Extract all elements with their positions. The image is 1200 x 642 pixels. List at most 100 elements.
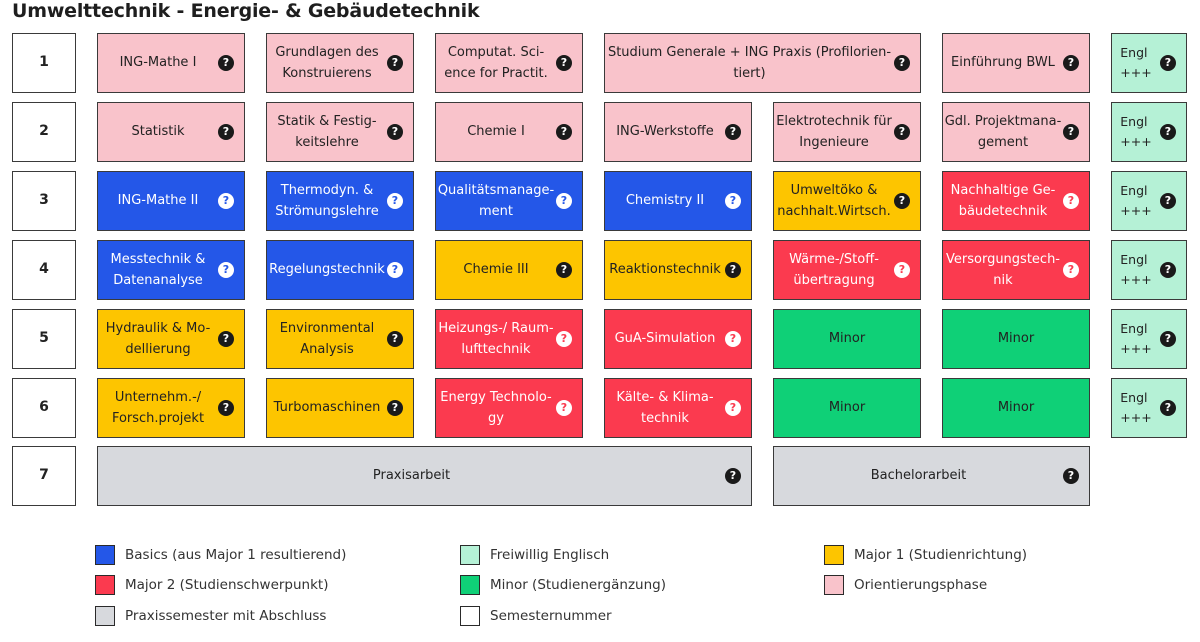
module-energy-technolo-gy-sem6[interactable]: Energy Technolo-gy? [435, 378, 583, 438]
legend-swatch [460, 545, 480, 565]
question-circle-icon[interactable]: ? [1063, 193, 1079, 209]
module-ing-mathe-ii-sem3[interactable]: ING-Mathe II? [97, 171, 245, 231]
module-ing-mathe-i-sem1[interactable]: ING-Mathe I? [97, 33, 245, 93]
question-circle-icon[interactable]: ? [556, 400, 572, 416]
semester-label: 3 [39, 192, 49, 209]
module-computat-sci-ence-for-practit-sem1[interactable]: Computat. Sci-ence for Practit.? [435, 33, 583, 93]
semester-label: 5 [39, 330, 49, 347]
module-gua-simulation-sem5[interactable]: GuA-Simulation? [604, 309, 752, 369]
legend: Basics (aus Major 1 resultierend)Freiwil… [95, 545, 1095, 635]
module-chemie-i-sem2[interactable]: Chemie I? [435, 102, 583, 162]
question-circle-icon[interactable]: ? [556, 55, 572, 71]
module-regelungstechnik-sem4[interactable]: Regelungstechnik? [266, 240, 414, 300]
module-minor-sem5[interactable]: Minor [942, 309, 1090, 369]
module-ing-werkstoffe-sem2[interactable]: ING-Werkstoffe? [604, 102, 752, 162]
question-circle-icon[interactable]: ? [725, 262, 741, 278]
module-qualitaetsmanage-ment-sem3[interactable]: Qualitätsmanage-ment? [435, 171, 583, 231]
legend-label: Praxissemester mit Abschluss [125, 608, 327, 624]
module-statik-festig-keitslehre-sem2[interactable]: Statik & Festig-keitslehre? [266, 102, 414, 162]
question-circle-icon[interactable]: ? [725, 193, 741, 209]
module-label: Regelungstechnik [269, 262, 385, 278]
module-gdl-projektmana-gement-sem2[interactable]: Gdl. Projektmana-gement? [942, 102, 1090, 162]
page-title: Umwelttechnik - Energie- & Gebäudetechni… [12, 0, 480, 22]
question-circle-icon[interactable]: ? [556, 262, 572, 278]
module-messtechnik-datenanalyse-sem4[interactable]: Messtechnik &Datenanalyse? [97, 240, 245, 300]
question-circle-icon[interactable]: ? [1160, 331, 1176, 347]
module-kaelte-klima-technik-sem6[interactable]: Kälte- & Klima-technik? [604, 378, 752, 438]
question-circle-icon[interactable]: ? [387, 193, 403, 209]
module-studium-generale-ing-praxis-profilorien-tiert-sem1[interactable]: Studium Generale + ING Praxis (Profilori… [604, 33, 921, 93]
module-minor-sem6[interactable]: Minor [773, 378, 921, 438]
question-circle-icon[interactable]: ? [387, 262, 403, 278]
module-reaktionstechnik-sem4[interactable]: Reaktionstechnik? [604, 240, 752, 300]
module-nachhaltige-ge-baeudetechnik-sem3[interactable]: Nachhaltige Ge-bäudetechnik? [942, 171, 1090, 231]
module-umweltoeko-nachhalt-wirtsch-sem3[interactable]: Umweltöko &nachhalt.Wirtsch.? [773, 171, 921, 231]
question-circle-icon[interactable]: ? [218, 124, 234, 140]
question-circle-icon[interactable]: ? [387, 55, 403, 71]
module-heizungs-raum-lufttechnik-sem5[interactable]: Heizungs-/ Raum-lufttechnik? [435, 309, 583, 369]
legend-item-minor: Minor (Studienergänzung) [460, 575, 666, 595]
question-circle-icon[interactable]: ? [725, 124, 741, 140]
module-versorgungstech-nik-sem4[interactable]: Versorgungstech-nik? [942, 240, 1090, 300]
module-chemistry-ii-sem3[interactable]: Chemistry II? [604, 171, 752, 231]
module-hydraulik-mo-dellierung-sem5[interactable]: Hydraulik & Mo-dellierung? [97, 309, 245, 369]
question-circle-icon[interactable]: ? [725, 331, 741, 347]
question-circle-icon[interactable]: ? [218, 331, 234, 347]
module-engl-sem5[interactable]: Engl+++? [1111, 309, 1187, 369]
question-circle-icon[interactable]: ? [218, 55, 234, 71]
question-circle-icon[interactable]: ? [218, 400, 234, 416]
question-circle-icon[interactable]: ? [556, 331, 572, 347]
module-engl-sem4[interactable]: Engl+++? [1111, 240, 1187, 300]
question-circle-icon[interactable]: ? [1063, 468, 1079, 484]
question-circle-icon[interactable]: ? [1160, 262, 1176, 278]
module-unternehm-forsch-projekt-sem6[interactable]: Unternehm.-/Forsch.projekt? [97, 378, 245, 438]
question-circle-icon[interactable]: ? [725, 468, 741, 484]
module-engl-sem2[interactable]: Engl+++? [1111, 102, 1187, 162]
module-label: Engl+++ [1120, 390, 1152, 425]
module-minor-sem5[interactable]: Minor [773, 309, 921, 369]
question-circle-icon[interactable]: ? [1063, 124, 1079, 140]
question-circle-icon[interactable]: ? [387, 124, 403, 140]
legend-item-basics: Basics (aus Major 1 resultierend) [95, 545, 346, 565]
module-thermodyn-stroemungslehre-sem3[interactable]: Thermodyn. &Strömungslehre? [266, 171, 414, 231]
module-statistik-sem2[interactable]: Statistik? [97, 102, 245, 162]
question-circle-icon[interactable]: ? [894, 124, 910, 140]
module-label: Messtechnik &Datenanalyse [110, 251, 206, 288]
module-label: Engl+++ [1120, 183, 1152, 218]
module-turbomaschinen-sem6[interactable]: Turbomaschinen? [266, 378, 414, 438]
question-circle-icon[interactable]: ? [894, 55, 910, 71]
module-engl-sem3[interactable]: Engl+++? [1111, 171, 1187, 231]
module-minor-sem6[interactable]: Minor [942, 378, 1090, 438]
question-circle-icon[interactable]: ? [1160, 193, 1176, 209]
module-einfuehrung-bwl-sem1[interactable]: Einführung BWL? [942, 33, 1090, 93]
question-circle-icon[interactable]: ? [218, 262, 234, 278]
question-circle-icon[interactable]: ? [894, 193, 910, 209]
legend-label: Orientierungsphase [854, 577, 988, 593]
question-circle-icon[interactable]: ? [1160, 55, 1176, 71]
question-circle-icon[interactable]: ? [1063, 55, 1079, 71]
question-circle-icon[interactable]: ? [1160, 124, 1176, 140]
module-engl-sem6[interactable]: Engl+++? [1111, 378, 1187, 438]
module-waerme-stoff-uebertragung-sem4[interactable]: Wärme-/Stoff-übertragung? [773, 240, 921, 300]
question-circle-icon[interactable]: ? [387, 331, 403, 347]
question-circle-icon[interactable]: ? [387, 400, 403, 416]
module-bachelorarbeit-sem7[interactable]: Bachelorarbeit? [773, 446, 1090, 506]
question-circle-icon[interactable]: ? [725, 400, 741, 416]
question-circle-icon[interactable]: ? [556, 124, 572, 140]
module-label: Chemie I [467, 124, 525, 140]
module-praxisarbeit-sem7[interactable]: Praxisarbeit? [97, 446, 752, 506]
question-circle-icon[interactable]: ? [218, 193, 234, 209]
module-chemie-iii-sem4[interactable]: Chemie III? [435, 240, 583, 300]
question-circle-icon[interactable]: ? [1063, 262, 1079, 278]
module-label: Qualitätsmanage-ment [437, 182, 555, 219]
module-label: Kälte- & Klima-technik [616, 389, 714, 426]
module-engl-sem1[interactable]: Engl+++? [1111, 33, 1187, 93]
question-circle-icon[interactable]: ? [1160, 400, 1176, 416]
question-circle-icon[interactable]: ? [556, 193, 572, 209]
question-circle-icon[interactable]: ? [894, 262, 910, 278]
